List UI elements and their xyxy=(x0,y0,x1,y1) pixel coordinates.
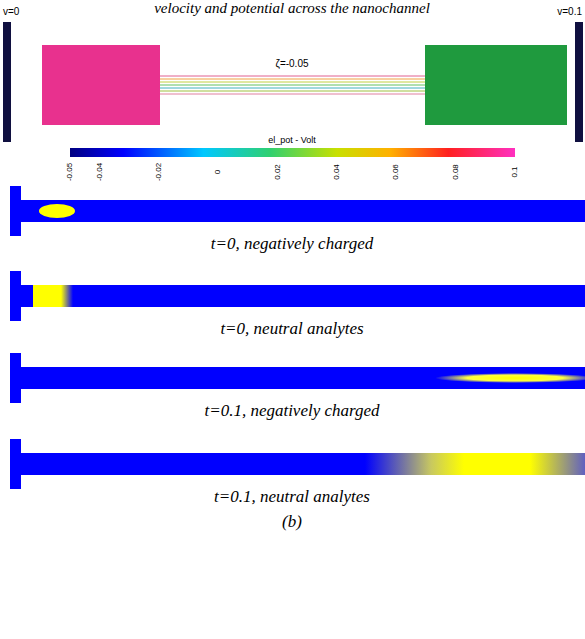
channel-panel xyxy=(10,353,585,403)
panel-caption: t=0.1, negatively charged xyxy=(204,401,379,421)
panel-caption: t=0, negatively charged xyxy=(211,234,373,254)
figure-caption: (b) xyxy=(282,512,302,532)
channel-lines xyxy=(160,76,425,94)
electrode-label: v=0.1 xyxy=(557,6,582,17)
tick-label: 0.08 xyxy=(452,164,460,180)
tick-label: 0.02 xyxy=(274,164,282,180)
channel-panel xyxy=(10,439,585,489)
colorbar xyxy=(70,148,515,157)
zeta-label: ζ=-0.05 xyxy=(275,58,308,69)
reservoir xyxy=(42,45,160,125)
tick-label: -0.02 xyxy=(155,163,163,181)
channel-panel xyxy=(10,186,585,236)
channel-panel xyxy=(10,271,585,321)
tick-label: 0 xyxy=(214,170,222,174)
electrode-bar xyxy=(575,22,583,142)
tick-label: -0.05 xyxy=(66,163,74,181)
tick-label: 0.06 xyxy=(392,164,400,180)
colorbar-title: el_pot - Volt xyxy=(268,135,316,145)
electrode-label: v=0 xyxy=(3,6,19,17)
tick-label: 0.04 xyxy=(333,164,341,180)
electrode-bar xyxy=(3,22,11,142)
panel-caption: t=0.1, neutral analytes xyxy=(214,487,370,507)
reservoir xyxy=(425,45,567,125)
tick-label: 0.1 xyxy=(511,166,519,177)
tick-label: -0.04 xyxy=(96,163,104,181)
figure-title: velocity and potential across the nanoch… xyxy=(154,0,430,17)
panel-caption: t=0, neutral analytes xyxy=(220,319,363,339)
